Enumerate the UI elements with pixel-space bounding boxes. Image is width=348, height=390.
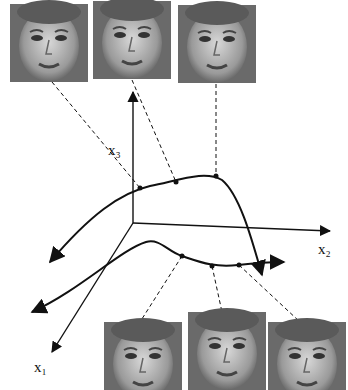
face-image [188,308,266,390]
leader-lines [52,80,300,322]
axis-label-x2: x₂ [318,242,331,257]
face-image [93,0,171,79]
face-image [178,1,256,83]
axis-label-x1: x₁ [34,360,47,375]
lower-manifold-curve [32,241,284,312]
face-image [268,318,346,390]
face-image [104,318,182,390]
axis-x2 [133,223,330,231]
face-image [10,0,88,82]
upper-manifold-curve [50,176,262,275]
axis-label-x3: x₃ [108,143,121,158]
axis-x3 [132,92,133,223]
sample-point [174,180,179,185]
